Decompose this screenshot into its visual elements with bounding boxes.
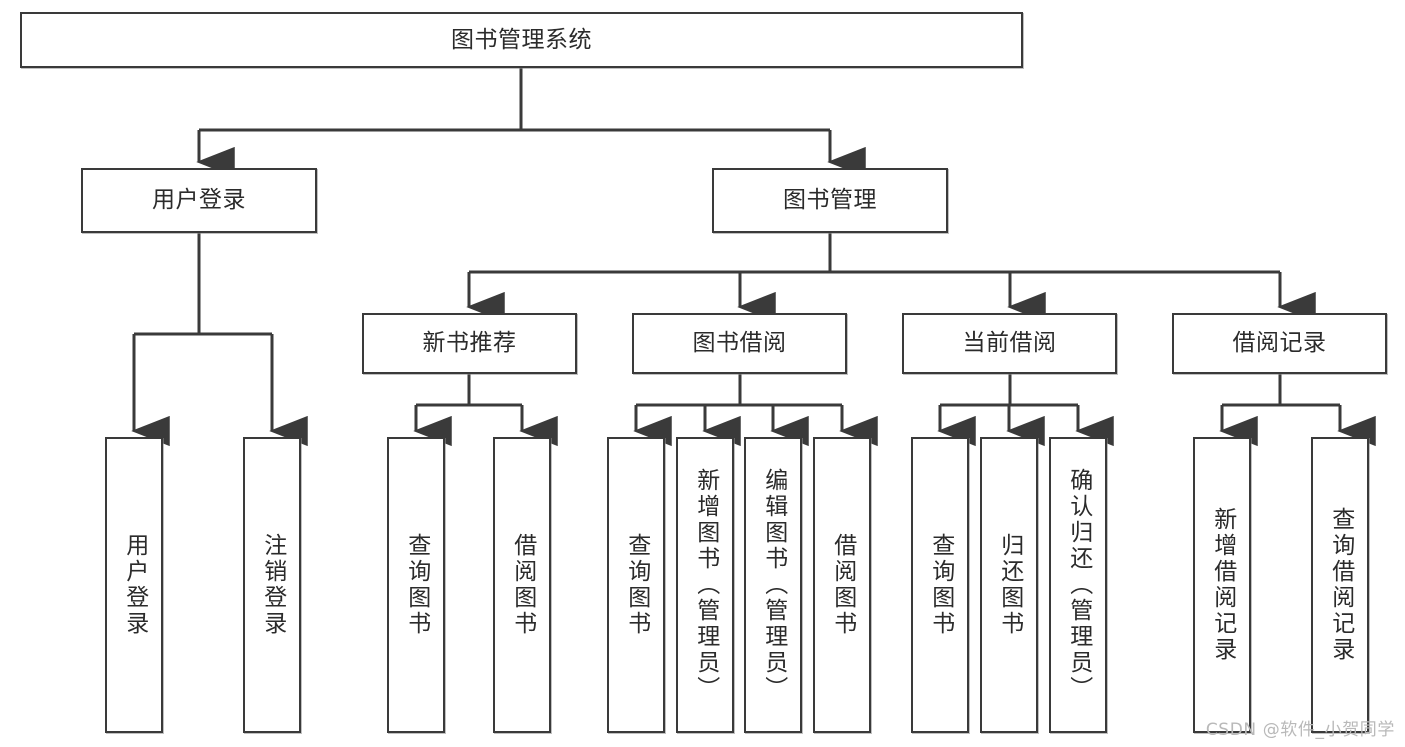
- leaf-borrow-book-1-label: 借阅图书: [509, 533, 536, 637]
- leaf-user-login-label: 用户登录: [121, 533, 148, 637]
- node-book-borrow[interactable]: 图书借阅: [632, 313, 847, 374]
- leaf-logout-label: 注销登录: [259, 533, 286, 637]
- leaf-query-book-3[interactable]: 查询图书: [911, 437, 969, 733]
- node-root-label: 图书管理系统: [451, 26, 592, 53]
- leaf-query-book-2[interactable]: 查询图书: [607, 437, 665, 733]
- node-borrow-record[interactable]: 借阅记录: [1172, 313, 1387, 374]
- node-current-borrow[interactable]: 当前借阅: [902, 313, 1117, 374]
- leaf-query-book-2-label: 查询图书: [623, 533, 650, 637]
- leaf-borrow-book-2[interactable]: 借阅图书: [813, 437, 871, 733]
- leaf-return-book-label: 归还图书: [996, 533, 1023, 637]
- leaf-add-book-admin-label: 新增图书（管理员）: [692, 468, 719, 702]
- leaf-edit-book-admin[interactable]: 编辑图书（管理员）: [744, 437, 802, 733]
- node-root[interactable]: 图书管理系统: [20, 12, 1023, 68]
- leaf-confirm-return-admin[interactable]: 确认归还（管理员）: [1049, 437, 1107, 733]
- leaf-edit-book-admin-label: 编辑图书（管理员）: [760, 468, 787, 702]
- leaf-add-book-admin[interactable]: 新增图书（管理员）: [676, 437, 734, 733]
- leaf-query-book-1-label: 查询图书: [403, 533, 430, 637]
- node-new-book-recommendation[interactable]: 新书推荐: [362, 313, 577, 374]
- node-user-login-label: 用户登录: [152, 187, 246, 214]
- leaf-logout[interactable]: 注销登录: [243, 437, 301, 733]
- leaf-query-borrow-record-label: 查询借阅记录: [1327, 507, 1354, 663]
- leaf-query-book-3-label: 查询图书: [927, 533, 954, 637]
- node-book-borrow-label: 图书借阅: [692, 330, 787, 357]
- leaf-query-book-1[interactable]: 查询图书: [387, 437, 445, 733]
- node-book-manage-label: 图书管理: [783, 187, 877, 214]
- leaf-add-borrow-record[interactable]: 新增借阅记录: [1193, 437, 1251, 733]
- node-current-borrow-label: 当前借阅: [962, 330, 1057, 357]
- leaf-add-borrow-record-label: 新增借阅记录: [1209, 507, 1236, 663]
- leaf-borrow-book-2-label: 借阅图书: [829, 533, 856, 637]
- node-new-book-recommendation-label: 新书推荐: [422, 330, 517, 357]
- leaf-query-borrow-record[interactable]: 查询借阅记录: [1311, 437, 1369, 733]
- node-book-manage[interactable]: 图书管理: [712, 168, 948, 233]
- leaf-borrow-book-1[interactable]: 借阅图书: [493, 437, 551, 733]
- leaf-user-login[interactable]: 用户登录: [105, 437, 163, 733]
- node-user-login[interactable]: 用户登录: [81, 168, 317, 233]
- leaf-confirm-return-admin-label: 确认归还（管理员）: [1065, 468, 1092, 702]
- leaf-return-book[interactable]: 归还图书: [980, 437, 1038, 733]
- watermark: CSDN @软件_小贺同学: [1205, 720, 1395, 740]
- node-borrow-record-label: 借阅记录: [1232, 330, 1327, 357]
